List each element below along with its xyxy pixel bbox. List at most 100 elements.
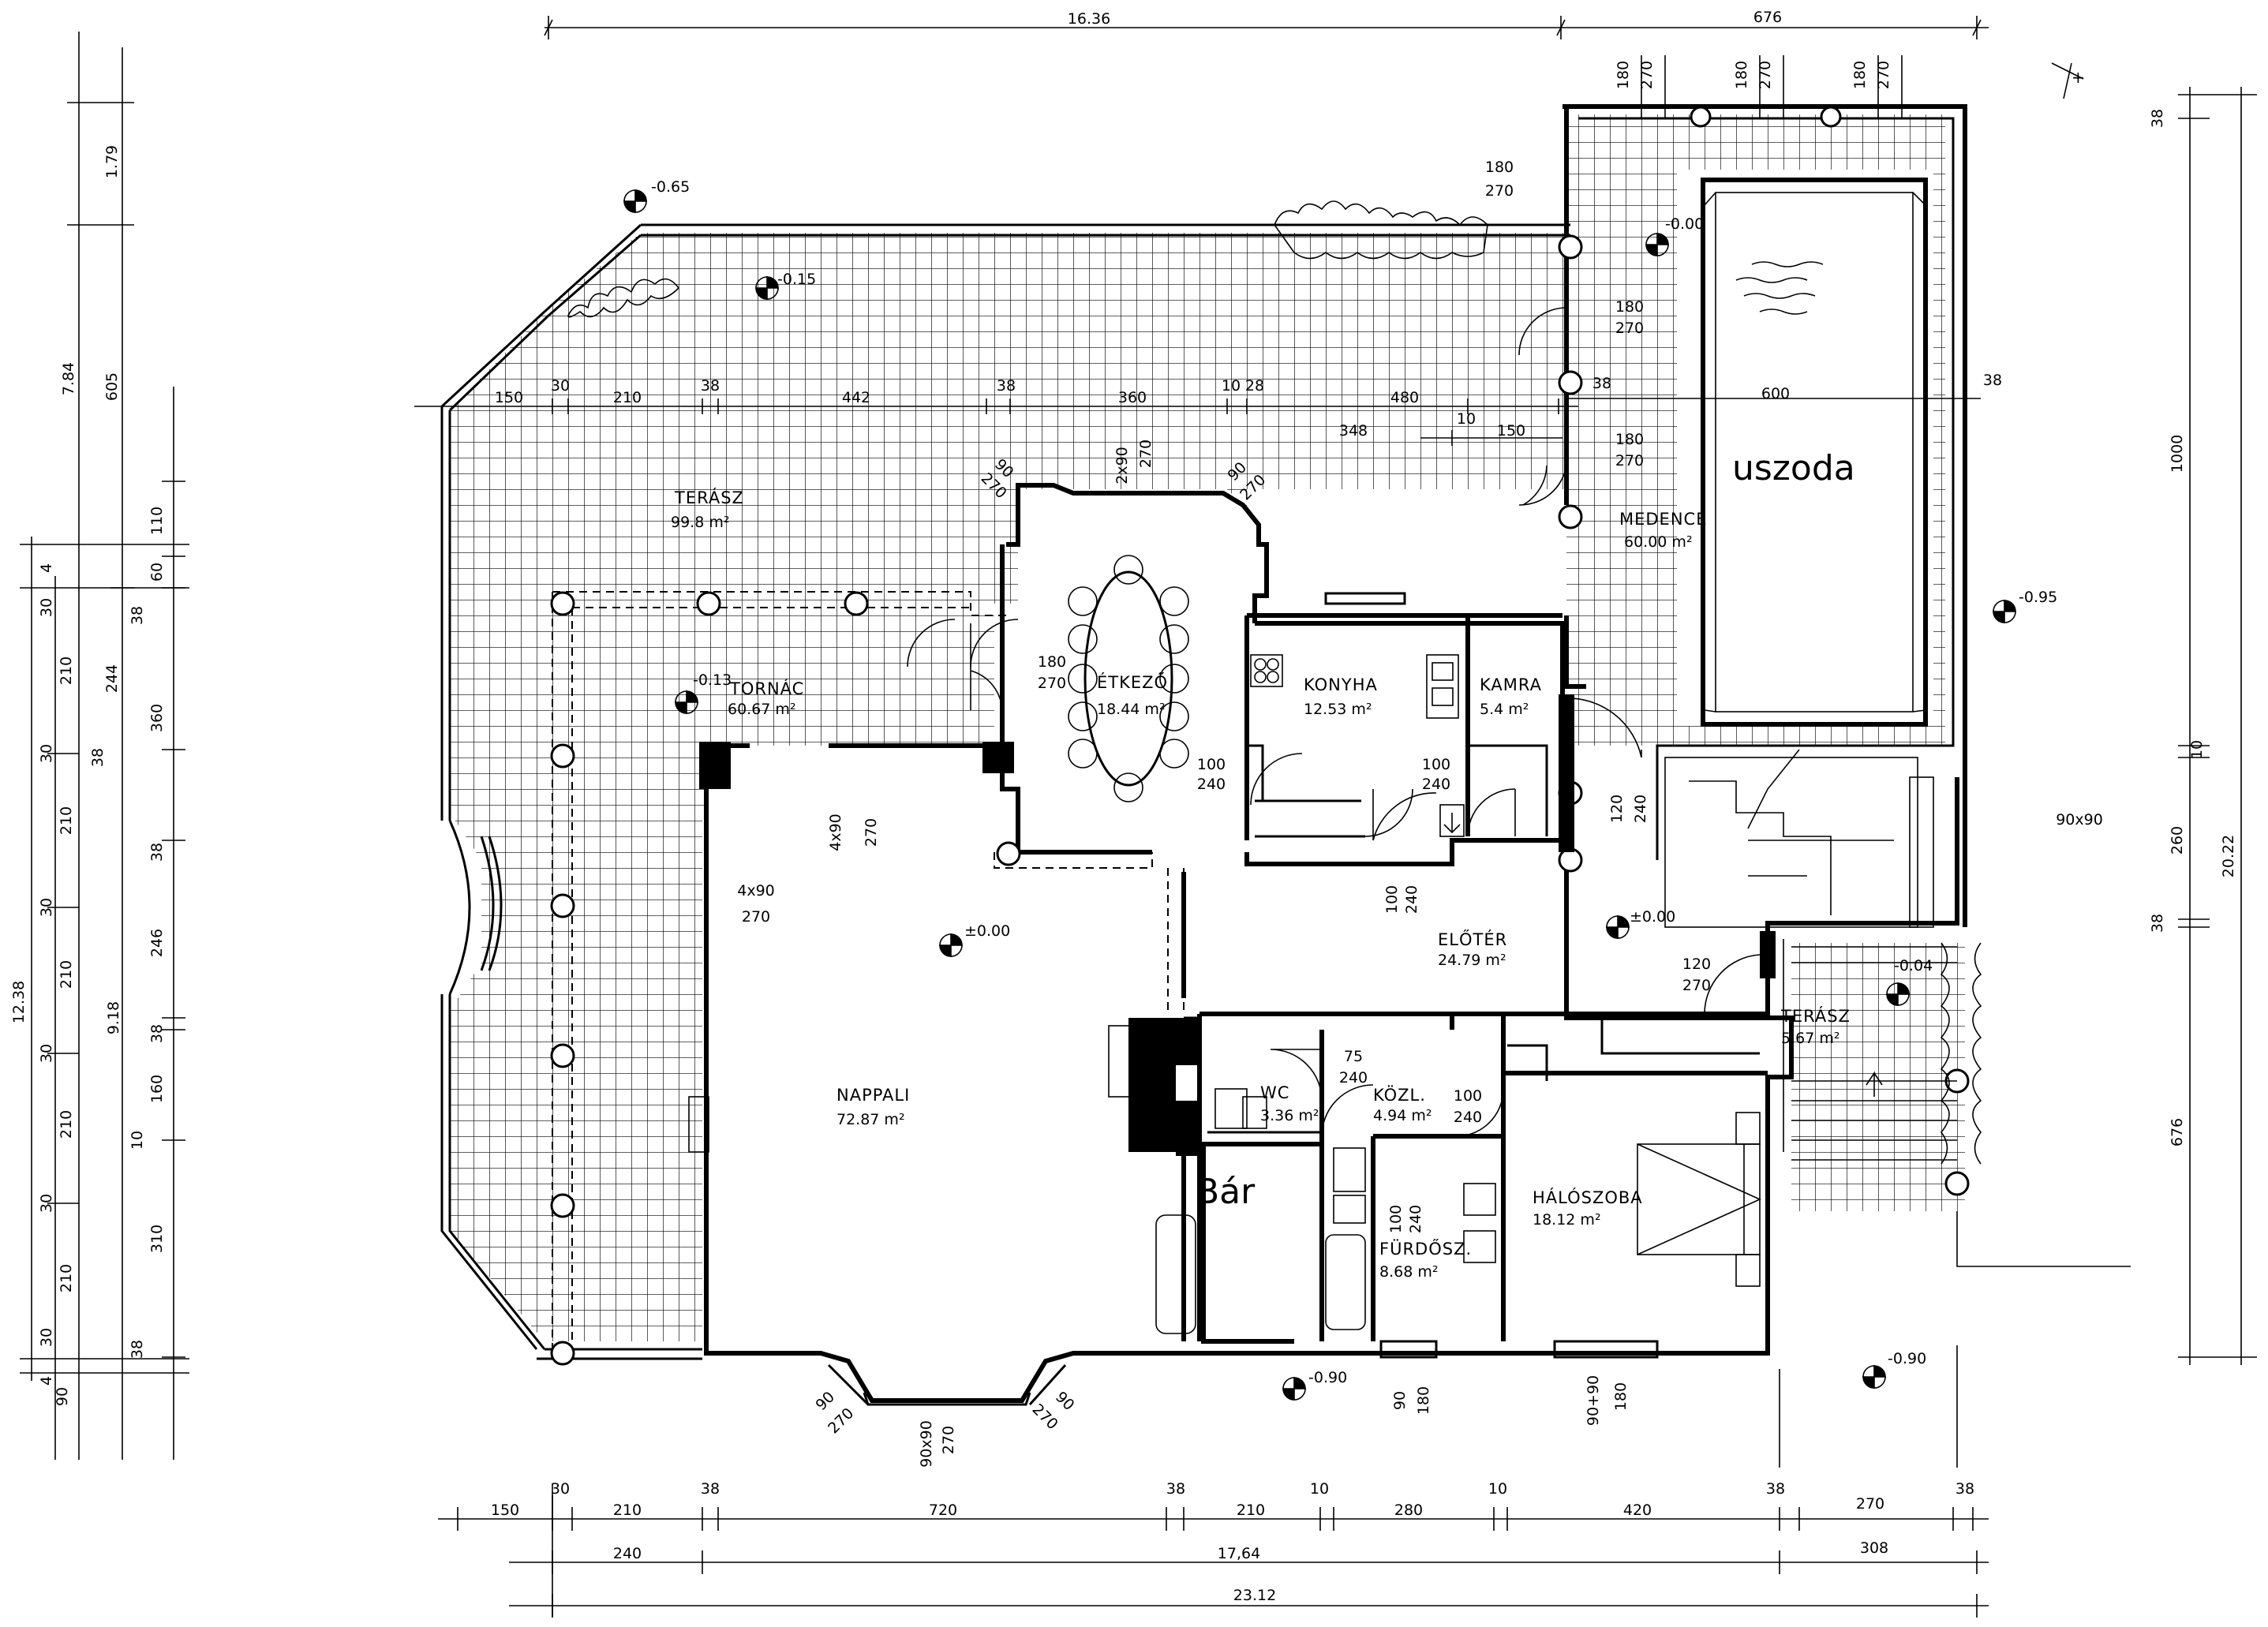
bottom-dim-240: 240 [613, 1545, 642, 1562]
interior-fill [706, 170, 1961, 1361]
opening-180-bath: 180 [1415, 1386, 1432, 1415]
opening-270-bay-left: 270 [825, 1404, 857, 1437]
left-dim-244: 244 [103, 664, 121, 693]
pool-dim-2b: 270 [1757, 61, 1774, 89]
left-in-4a: 4 [38, 1376, 55, 1386]
right-dim-260: 260 [2169, 826, 2186, 855]
door-dim-270-b: 270 [1615, 320, 1644, 337]
bottom-dim-270: 270 [1856, 1495, 1884, 1513]
right-dim-10: 10 [2188, 740, 2206, 759]
pool-dim-3a: 180 [1851, 61, 1869, 89]
windows [827, 592, 1659, 1406]
opening-270-nappali: 270 [863, 818, 880, 847]
room-medence-area: 60.00 m² [1624, 533, 1693, 551]
room-eloter-area: 24.79 m² [1438, 952, 1506, 969]
opening-240-g: 240 [1407, 1205, 1424, 1233]
opening-100-b: 100 [1422, 756, 1450, 773]
left-dim-784: 7.84 [60, 362, 77, 395]
room-eloter-name: ELŐTÉR [1438, 929, 1507, 949]
room-terasz-small-name: TERÁSZ [1780, 1006, 1851, 1026]
opening-100-a: 100 [1197, 756, 1226, 773]
interior-walls [1184, 613, 1768, 1344]
opening-90-bay-left: 90 [812, 1388, 838, 1414]
left-in-38: 38 [89, 748, 107, 767]
right-dim-1000: 1000 [2169, 435, 2186, 473]
terrace-dim-210: 210 [613, 389, 642, 406]
level-095: -0.95 [2019, 589, 2057, 606]
porch-outline [552, 591, 1185, 1353]
level-labels: -0.65 -0.15 -0.13 ±0.00 ±0.00 -0.95 -0.9… [651, 178, 2057, 1386]
opening-270-b: 270 [1682, 977, 1711, 994]
left-dim-10: 10 [129, 1131, 146, 1150]
bottom-dim-10a: 10 [1310, 1480, 1329, 1498]
dining-table [1068, 555, 1189, 802]
left-in-210a: 210 [58, 656, 75, 685]
room-uszoda-name: uszoda [1732, 448, 1855, 488]
opening-90plus90: 90+90 [1585, 1375, 1602, 1426]
terrace-dim-38c: 38 [1592, 375, 1611, 392]
opening-100-e: 100 [1387, 1205, 1405, 1233]
opening-270-bay: 270 [940, 1426, 957, 1454]
bottom-dim-30: 30 [551, 1480, 570, 1498]
terrace-dim-348: 348 [1339, 422, 1368, 439]
room-etkezo-area: 18.44 m² [1097, 701, 1166, 718]
left-dim-179: 1.79 [103, 145, 121, 178]
room-nappali-name: NAPPALI [836, 1086, 910, 1105]
level-065: -0.65 [651, 178, 690, 196]
left-dim-110: 110 [148, 507, 166, 535]
left-in-210c: 210 [58, 960, 75, 989]
terrace-dim-150: 150 [495, 389, 523, 406]
terrace-dim-480: 480 [1390, 389, 1419, 406]
room-konyha-area: 12.53 m² [1304, 701, 1372, 718]
door-dim-180-b: 180 [1615, 298, 1644, 316]
doors [907, 307, 1768, 1137]
right-dim-38a: 38 [2149, 109, 2166, 128]
left-in-30c: 30 [38, 898, 55, 917]
room-halo-name: HÁLÓSZOBA [1533, 1188, 1643, 1207]
room-terasz-name: TERÁSZ [674, 488, 744, 507]
room-tornac-area: 60.67 m² [728, 701, 796, 718]
bottom-dim-280: 280 [1394, 1502, 1423, 1519]
level-090-right: -0.90 [1888, 1350, 1926, 1367]
bottom-dim-38d: 38 [1955, 1480, 1974, 1498]
door-dim-270-c: 270 [1615, 452, 1644, 469]
left-dim-60: 60 [148, 563, 166, 582]
opening-90-bath: 90 [1391, 1391, 1409, 1410]
terrace-dim-38d: 38 [1983, 372, 2002, 389]
opening-180-etkezo: 180 [1038, 653, 1066, 671]
left-in-210d: 210 [58, 1110, 75, 1139]
terrace-dim-442: 442 [842, 389, 870, 406]
bottom-dim-38c: 38 [1766, 1480, 1785, 1498]
left-dim-605: 605 [103, 372, 121, 401]
left-dim-38a: 38 [129, 606, 146, 625]
opening-240-d: 240 [1403, 885, 1420, 914]
terrace-dim-38a: 38 [701, 377, 720, 395]
opening-90-bay-right: 90 [1052, 1388, 1078, 1414]
opening-100-d: 100 [1454, 1087, 1482, 1105]
opening-240-b: 240 [1422, 776, 1450, 793]
opening-240-c: 240 [1632, 795, 1649, 823]
room-halo-area: 18.12 m² [1533, 1211, 1601, 1229]
pool [1701, 178, 1928, 727]
room-wc-name: WC [1260, 1083, 1289, 1102]
planting [567, 200, 1982, 1165]
pool-dim-2a: 180 [1733, 61, 1750, 89]
room-medence-name: MEDENCE [1619, 510, 1707, 529]
opening-270-bay-right: 270 [1029, 1401, 1061, 1433]
top-dim-right: 676 [1753, 9, 1782, 26]
bottom-dim-10b: 10 [1488, 1480, 1507, 1498]
left-in-4b: 4 [38, 563, 55, 573]
small-terrace-tiles [1791, 943, 1965, 1211]
opening-270-porch: 270 [742, 908, 770, 926]
opening-120-a: 120 [1608, 795, 1626, 823]
room-terasz-area: 99.8 m² [671, 514, 729, 531]
left-in-30d: 30 [38, 1044, 55, 1063]
level-004: -0.04 [1894, 957, 1933, 974]
room-tornac-name: TORNÁC [729, 679, 804, 698]
terrace-dim-150b: 150 [1497, 422, 1525, 439]
left-dim-246: 246 [148, 929, 166, 957]
room-labels: TERÁSZ 99.8 m² TORNÁC 60.67 m² ÉTKEZŐ 18… [671, 448, 1855, 1281]
left-in-90: 90 [54, 1387, 71, 1406]
door-dim-270-a: 270 [1485, 182, 1514, 200]
